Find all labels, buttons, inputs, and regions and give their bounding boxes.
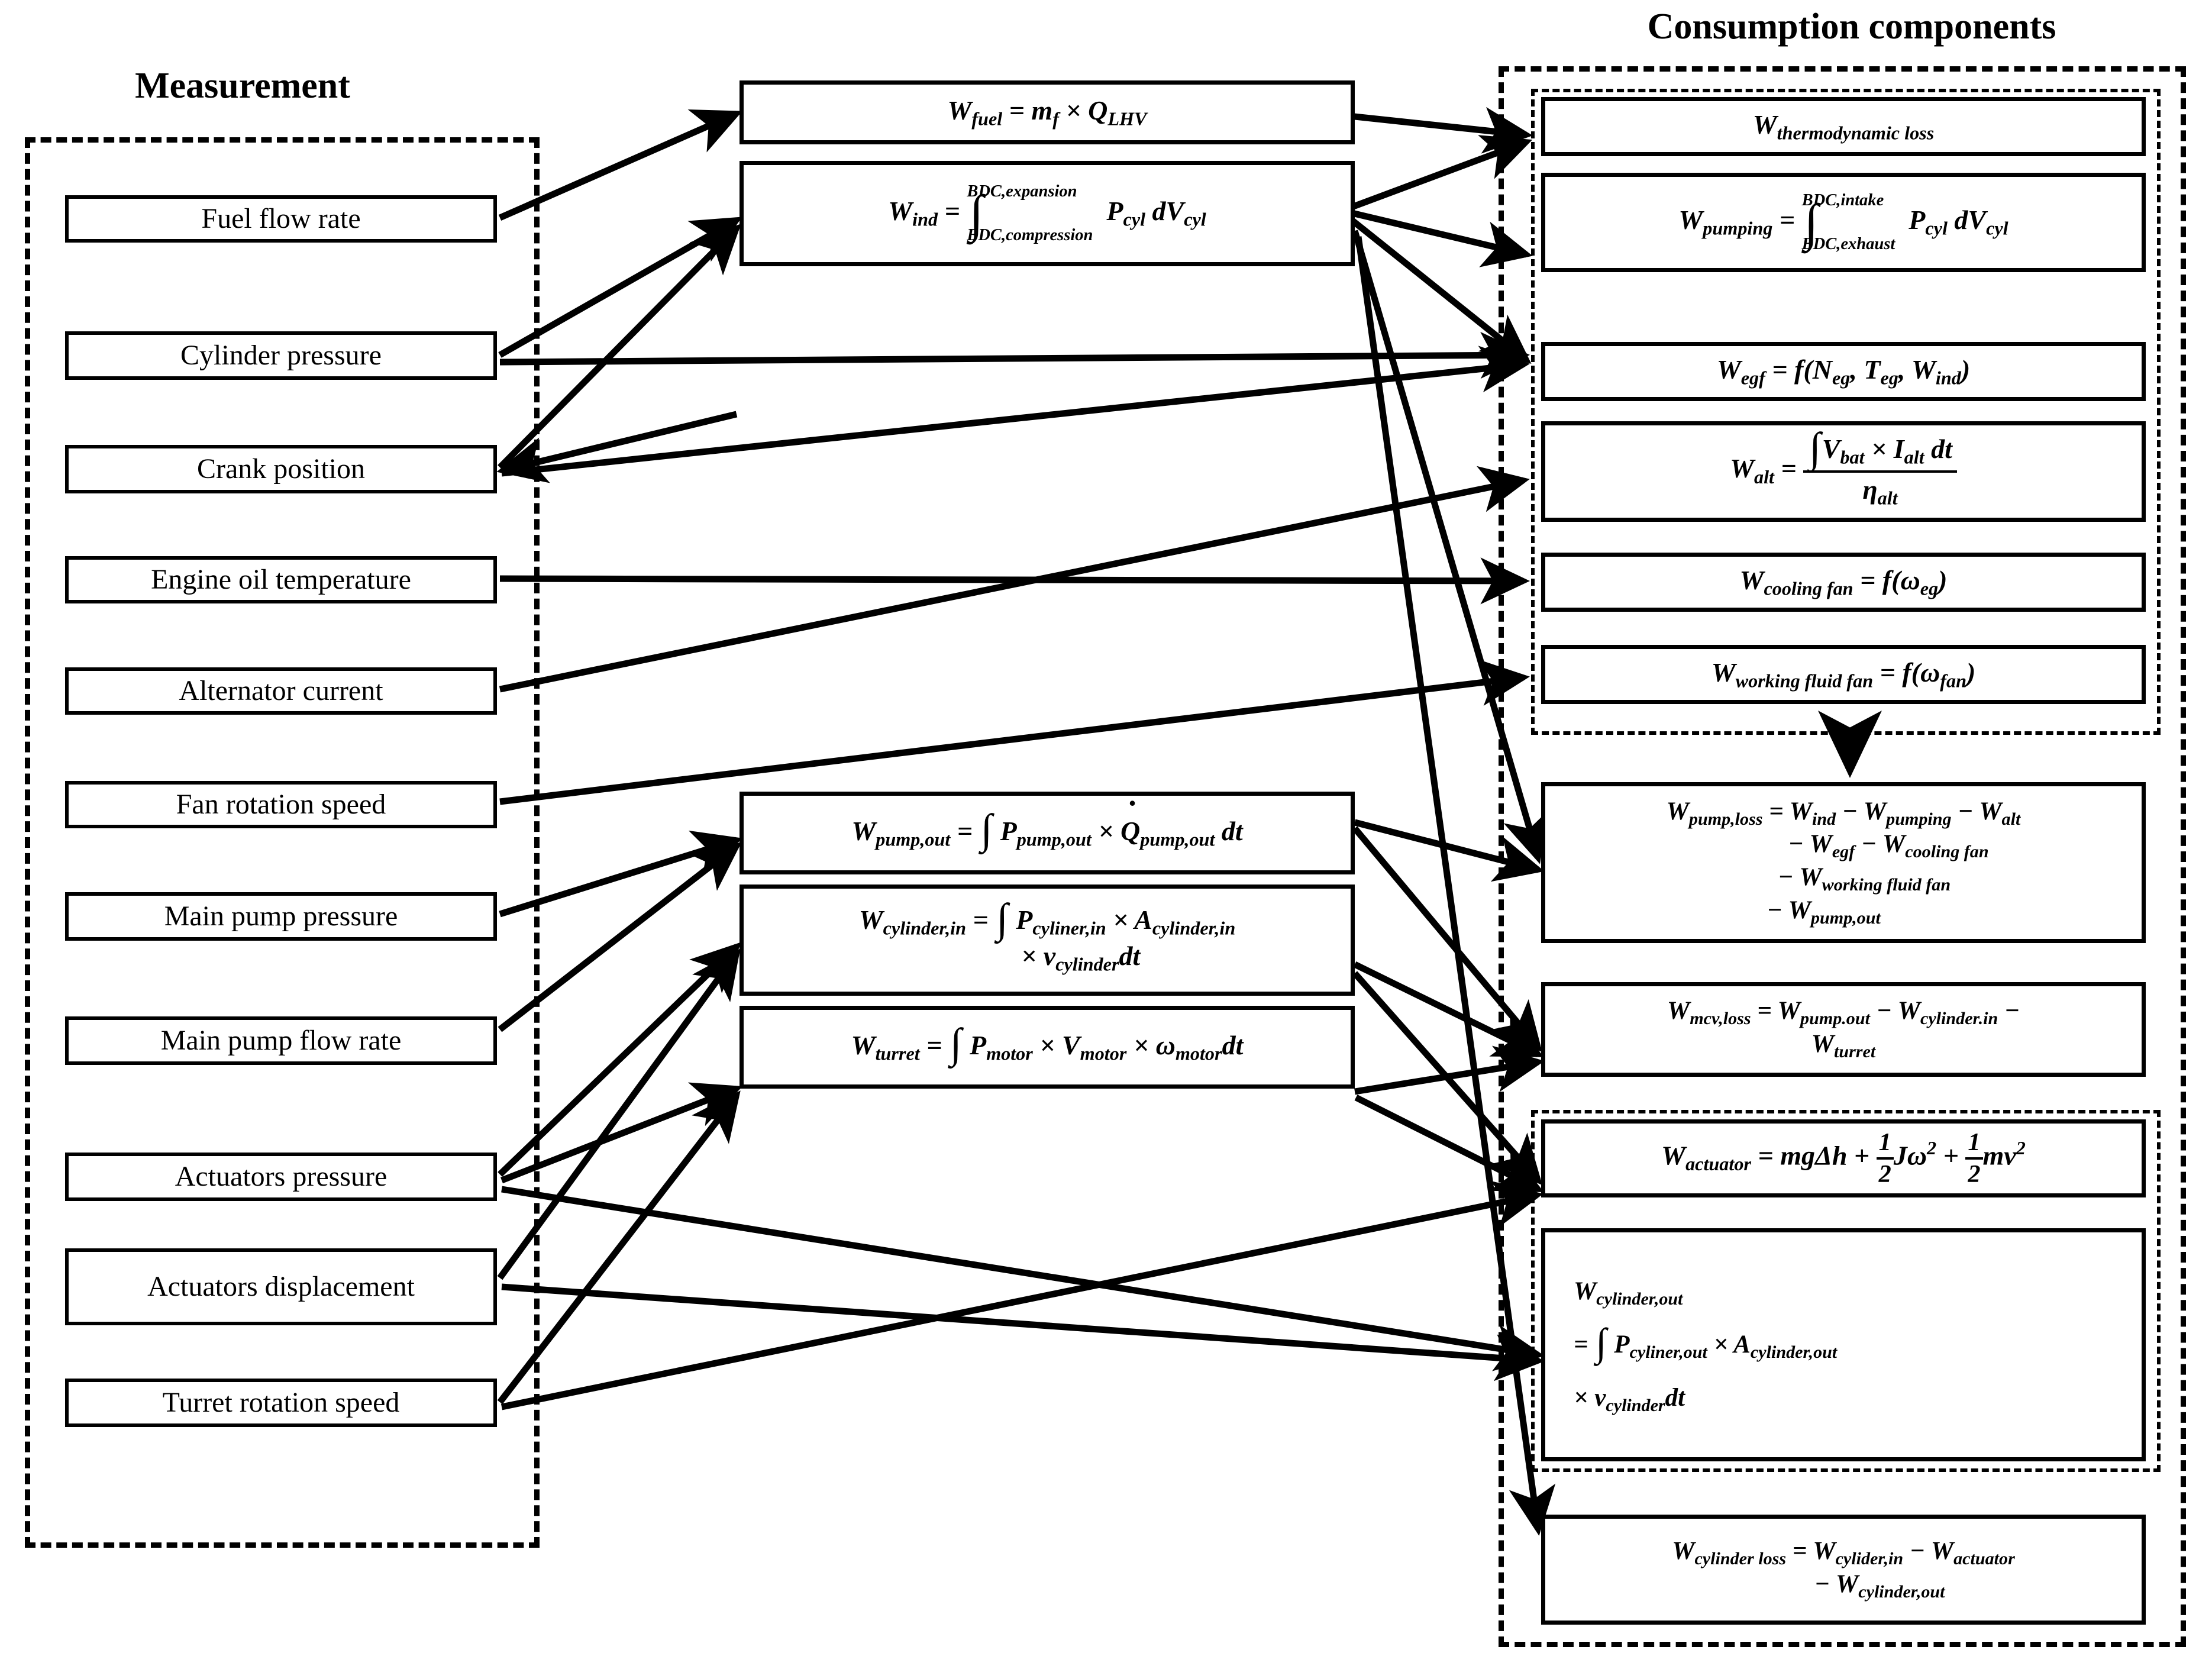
measurement-label: Main pump pressure [164, 900, 398, 932]
equation-box-w-alt[interactable]: Walt = ∫Vbat × Ialt dt ηalt [1541, 421, 2146, 522]
equation-w-thermodynamic-loss: Wthermodynamic loss [1752, 109, 1935, 144]
measurement-box-fan-rotation-speed[interactable]: Fan rotation speed [65, 781, 497, 828]
equation-w-ind: Wind = BDC,expansion∫BDC,compression Pcy… [888, 182, 1206, 244]
equation-box-w-mcv-loss[interactable]: Wmcv,loss = Wpump.out − Wcylinder.in − W… [1541, 982, 2146, 1077]
equation-box-w-cooling-fan[interactable]: Wcooling fan = f(ωeg) [1541, 553, 2146, 612]
equation-w-cooling-fan: Wcooling fan = f(ωeg) [1739, 564, 1948, 599]
actuator-consumption-dotted-region [1531, 1110, 2161, 1472]
equation-box-w-pump-loss[interactable]: Wpump,loss = Wind − Wpumping − Walt − We… [1541, 782, 2146, 943]
measurement-dashed-region [25, 137, 540, 1548]
equation-w-pumping: Wpumping = BDC,intake∫BDC,exhaust Pcyl d… [1678, 191, 2008, 253]
measurement-box-fuel-flow-rate[interactable]: Fuel flow rate [65, 195, 497, 243]
measurement-box-main-pump-flow-rate[interactable]: Main pump flow rate [65, 1016, 497, 1065]
equation-box-w-turret[interactable]: Wturret = ∫ Pmotor × Vmotor × ωmotordt [740, 1006, 1355, 1089]
equation-box-w-cylinder-loss[interactable]: Wcylinder loss = Wcylider,in − Wactuator… [1541, 1515, 2146, 1625]
equation-w-pump-out: Wpump,out = ∫ Ppump,out × Qpump,out dt [851, 808, 1242, 851]
measurement-box-cylinder-pressure[interactable]: Cylinder pressure [65, 331, 497, 380]
equation-w-cylinder-loss: Wcylinder loss = Wcylider,in − Wactuator… [1672, 1537, 2015, 1602]
measurement-box-crank-position[interactable]: Crank position [65, 445, 497, 493]
consumption-dashed-region [1499, 66, 2186, 1647]
measurement-label: Turret rotation speed [162, 1387, 400, 1419]
equation-box-w-egf[interactable]: Wegf = f(Neg, Teg, Wind) [1541, 342, 2146, 401]
equation-box-w-fuel[interactable]: Wfuel = mf × QLHV [740, 80, 1355, 144]
engine-consumption-dotted-region [1531, 89, 2161, 735]
equation-w-working-fluid-fan: Wworking fluid fan = f(ωfan) [1711, 657, 1976, 692]
equation-box-w-cylinder-out[interactable]: Wcylinder,out = ∫ Pcyliner,out × Acylind… [1541, 1228, 2146, 1461]
equation-w-egf: Wegf = f(Neg, Teg, Wind) [1716, 354, 1971, 389]
equation-box-w-pump-out[interactable]: Wpump,out = ∫ Ppump,out × Qpump,out dt [740, 792, 1355, 874]
equation-box-w-working-fluid-fan[interactable]: Wworking fluid fan = f(ωfan) [1541, 645, 2146, 704]
measurement-label: Fan rotation speed [176, 789, 386, 821]
consumption-title: Consumption components [1647, 7, 2056, 47]
equation-w-fuel: Wfuel = mf × QLHV [947, 95, 1147, 130]
equation-w-cylinder-in: Wcylinder,in = ∫ Pcyliner,in × Acylinder… [858, 895, 1236, 975]
measurement-box-turret-rotation-speed[interactable]: Turret rotation speed [65, 1379, 497, 1427]
measurement-box-main-pump-pressure[interactable]: Main pump pressure [65, 892, 497, 941]
equation-w-cylinder-out: Wcylinder,out = ∫ Pcyliner,out × Acylind… [1574, 1277, 1838, 1416]
equation-box-w-pumping[interactable]: Wpumping = BDC,intake∫BDC,exhaust Pcyl d… [1541, 173, 2146, 272]
equation-box-w-ind[interactable]: Wind = BDC,expansion∫BDC,compression Pcy… [740, 161, 1355, 266]
measurement-label: Actuators pressure [175, 1161, 387, 1193]
equation-w-pump-loss: Wpump,loss = Wind − Wpumping − Walt − We… [1666, 797, 2021, 928]
equation-w-alt: Walt = ∫Vbat × Ialt dt ηalt [1730, 427, 1957, 509]
equation-box-w-thermodynamic-loss[interactable]: Wthermodynamic loss [1541, 97, 2146, 156]
equation-box-w-cylinder-in[interactable]: Wcylinder,in = ∫ Pcyliner,in × Acylinder… [740, 885, 1355, 996]
measurement-box-actuators-pressure[interactable]: Actuators pressure [65, 1153, 497, 1201]
measurement-box-engine-oil-temperature[interactable]: Engine oil temperature [65, 556, 497, 603]
equation-w-mcv-loss: Wmcv,loss = Wpump.out − Wcylinder.in − W… [1667, 997, 2020, 1062]
measurement-label: Crank position [197, 453, 365, 485]
measurement-label: Cylinder pressure [180, 340, 382, 372]
measurement-label: Main pump flow rate [160, 1025, 402, 1057]
measurement-title: Measurement [135, 66, 350, 106]
measurement-box-actuators-displacement[interactable]: Actuators displacement [65, 1248, 497, 1325]
measurement-box-alternator-current[interactable]: Alternator current [65, 667, 497, 715]
equation-w-turret: Wturret = ∫ Pmotor × Vmotor × ωmotordt [851, 1020, 1244, 1067]
measurement-label: Fuel flow rate [201, 203, 361, 235]
measurement-label: Engine oil temperature [151, 564, 411, 596]
measurement-label: Alternator current [179, 675, 383, 707]
measurement-label: Actuators displacement [147, 1271, 415, 1303]
